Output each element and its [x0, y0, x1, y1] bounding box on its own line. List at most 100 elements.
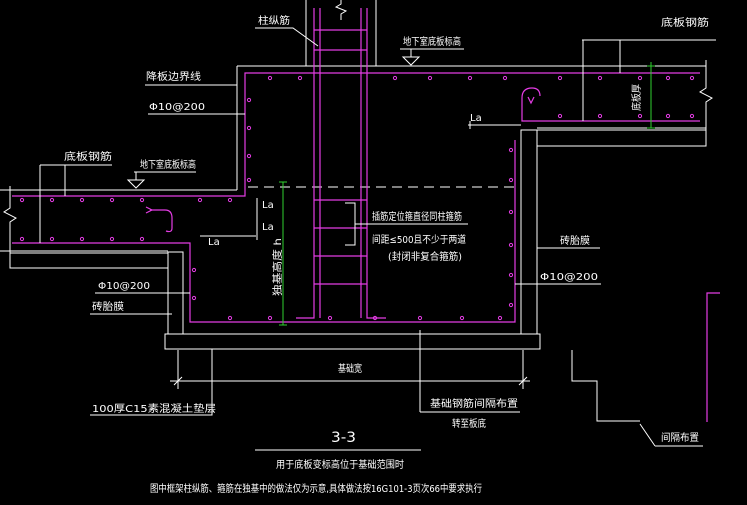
la-top-dimension — [468, 121, 521, 129]
rebar-dot — [49, 236, 55, 242]
rebar-dot — [497, 315, 503, 321]
rebar-dot — [19, 197, 25, 203]
label-la-2: La — [262, 222, 274, 233]
rebar-dot — [597, 75, 603, 81]
rebar-dot — [191, 267, 197, 273]
rebar-dot — [139, 197, 145, 203]
rebar-dot — [139, 236, 145, 242]
rebar-dot — [508, 272, 514, 278]
rebar-dot — [109, 197, 115, 203]
left-break-line — [3, 186, 17, 254]
rebar-dot — [227, 315, 233, 321]
label-basement-slab-elev-top: 地下室底板标高 — [403, 35, 461, 48]
label-footing-width: 基础宽 — [338, 362, 362, 375]
label-basement-slab-elev-left: 地下室底板标高 — [140, 158, 196, 171]
rebar-dot — [246, 97, 252, 103]
rebar-dot — [689, 113, 695, 119]
label-drop-slab-boundary: 降板边界线 — [146, 70, 201, 83]
alternate-detail-outline — [571, 350, 640, 422]
rebar-dot — [79, 197, 85, 203]
slab-rebar-left-leader — [39, 164, 112, 243]
rebar-dot — [665, 75, 671, 81]
hatch-layer — [9, 129, 707, 350]
rebar-dot — [246, 153, 252, 159]
rebar-dot — [197, 197, 203, 203]
label-turn-to-slab-bottom: 转至板底 — [452, 417, 486, 430]
label-rebar-spec-top-left: Φ10@200 — [149, 102, 205, 113]
rebar-dot — [637, 75, 643, 81]
rebar-dot — [459, 315, 465, 321]
footing-rebar-alt-leader — [419, 330, 520, 413]
rebar-layer — [12, 8, 700, 323]
left-slab-cushion — [9, 252, 169, 269]
slab-rebar-top-leader — [582, 39, 716, 121]
label-footing-rebar-alt: 基础钢筋间隔布置 — [430, 397, 518, 410]
top-and-left-slab-top-rebar — [12, 72, 700, 197]
label-rebar-spec-right: Φ10@200 — [540, 272, 598, 283]
rebar-dot — [267, 315, 273, 321]
label-cushion: 100厚C15素混凝土垫层 — [92, 402, 216, 415]
label-rebar-spec-left: Φ10@200 — [98, 281, 150, 292]
alternate-detail-rebar — [706, 292, 720, 422]
rebar-dot-group — [19, 75, 695, 321]
right-slab-bottom-rebar-hook — [521, 87, 700, 122]
rebar-dot — [597, 113, 603, 119]
right-hook-arrow — [527, 96, 535, 105]
left-slab-rebar-hook — [150, 209, 173, 233]
rebar-dot — [508, 177, 514, 183]
label-slab-rebar-top: 底板钢筋 — [661, 16, 709, 29]
label-brick-form-right: 砖胎膜 — [560, 234, 590, 247]
drawing-note: 图中框架柱纵筋、箍筋在独基中的做法仅为示意,具体做法按16G101-3页次66中… — [150, 482, 482, 495]
alternate-layout-detail — [571, 292, 720, 422]
rebar-dot — [297, 75, 303, 81]
rebar-dot — [327, 315, 333, 321]
slab-thickness-dimension — [647, 62, 655, 129]
label-stirrup-note-1: 插筋定位箍直径同柱箍筋 — [372, 210, 462, 223]
text-layer: 柱纵筋 地下室底板标高 底板钢筋 降板边界线 Φ10@200 La 底板厚 底板… — [64, 14, 709, 495]
alternate-layout-leader — [639, 423, 703, 447]
footing-cushion — [164, 333, 541, 350]
footing-height-dimension — [279, 181, 287, 326]
la-left-dimension — [200, 198, 258, 240]
leader-layer — [39, 27, 716, 451]
rebar-dot — [427, 75, 433, 81]
rebar-dot — [246, 177, 252, 183]
section-title: 3-3 — [331, 430, 356, 446]
rebar-dot — [227, 197, 233, 203]
rebar-dot — [49, 197, 55, 203]
footing-width-dimension — [170, 350, 530, 389]
rebar-dot — [557, 75, 563, 81]
right-slab-cushion — [536, 129, 707, 147]
label-brick-form-left: 砖胎膜 — [92, 300, 124, 313]
footing-bottom-rebar — [12, 140, 516, 323]
column-break-line — [334, 0, 348, 20]
cushion-leader — [90, 349, 213, 416]
column-rebar-leader — [255, 27, 319, 47]
rebar-dot — [19, 236, 25, 242]
rebar-dot — [109, 236, 115, 242]
label-la-top: La — [470, 113, 482, 124]
rebar-dot — [508, 242, 514, 248]
outline-layer — [0, 0, 713, 254]
column-rebar-4 — [366, 8, 386, 319]
rebar-dot — [246, 125, 252, 131]
label-stirrup-note-2: 间距≤500且不少于两道 — [372, 233, 466, 246]
rebar-dot — [508, 147, 514, 153]
elevation-top-triangle-icon — [401, 56, 421, 66]
rebar-dot — [637, 113, 643, 119]
stirrup-note-bracket — [345, 202, 468, 246]
brick-form-right — [520, 129, 538, 335]
column-stirrups — [314, 29, 367, 51]
label-slab-thickness: 底板厚 — [630, 84, 643, 111]
rebar-dot — [392, 75, 398, 81]
elevation-left-triangle-icon — [126, 179, 146, 189]
rebar-dot — [79, 236, 85, 242]
elevation-top-leader — [400, 48, 464, 57]
rebar-dot — [417, 315, 423, 321]
rebar-dot — [467, 75, 473, 81]
rebar-dot — [665, 113, 671, 119]
drawing-caption: 用于底板变标高位于基础范围时 — [276, 458, 404, 471]
rebar-dot — [502, 75, 508, 81]
label-column-rebar: 柱纵筋 — [258, 14, 290, 27]
